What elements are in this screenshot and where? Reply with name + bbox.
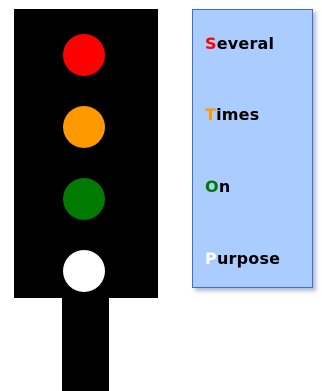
mnemonic-box: Several Times On Purpose — [192, 9, 313, 288]
word-rest: everal — [216, 34, 275, 53]
mnemonic-word: Several — [205, 34, 274, 53]
mnemonic-word: Purpose — [205, 249, 280, 268]
mnemonic-word: On — [205, 177, 230, 196]
word-rest: n — [218, 177, 231, 196]
word-initial: T — [205, 105, 217, 124]
white-light — [63, 250, 105, 292]
word-initial: O — [205, 177, 219, 196]
traffic-signal-pole — [62, 296, 109, 391]
green-light — [63, 178, 105, 220]
mnemonic-word: Times — [205, 105, 259, 124]
word-initial: S — [205, 34, 217, 53]
word-rest: urpose — [216, 249, 281, 268]
word-initial: P — [205, 249, 217, 268]
word-rest: imes — [216, 105, 260, 124]
red-light — [63, 34, 105, 76]
amber-light — [63, 106, 105, 148]
